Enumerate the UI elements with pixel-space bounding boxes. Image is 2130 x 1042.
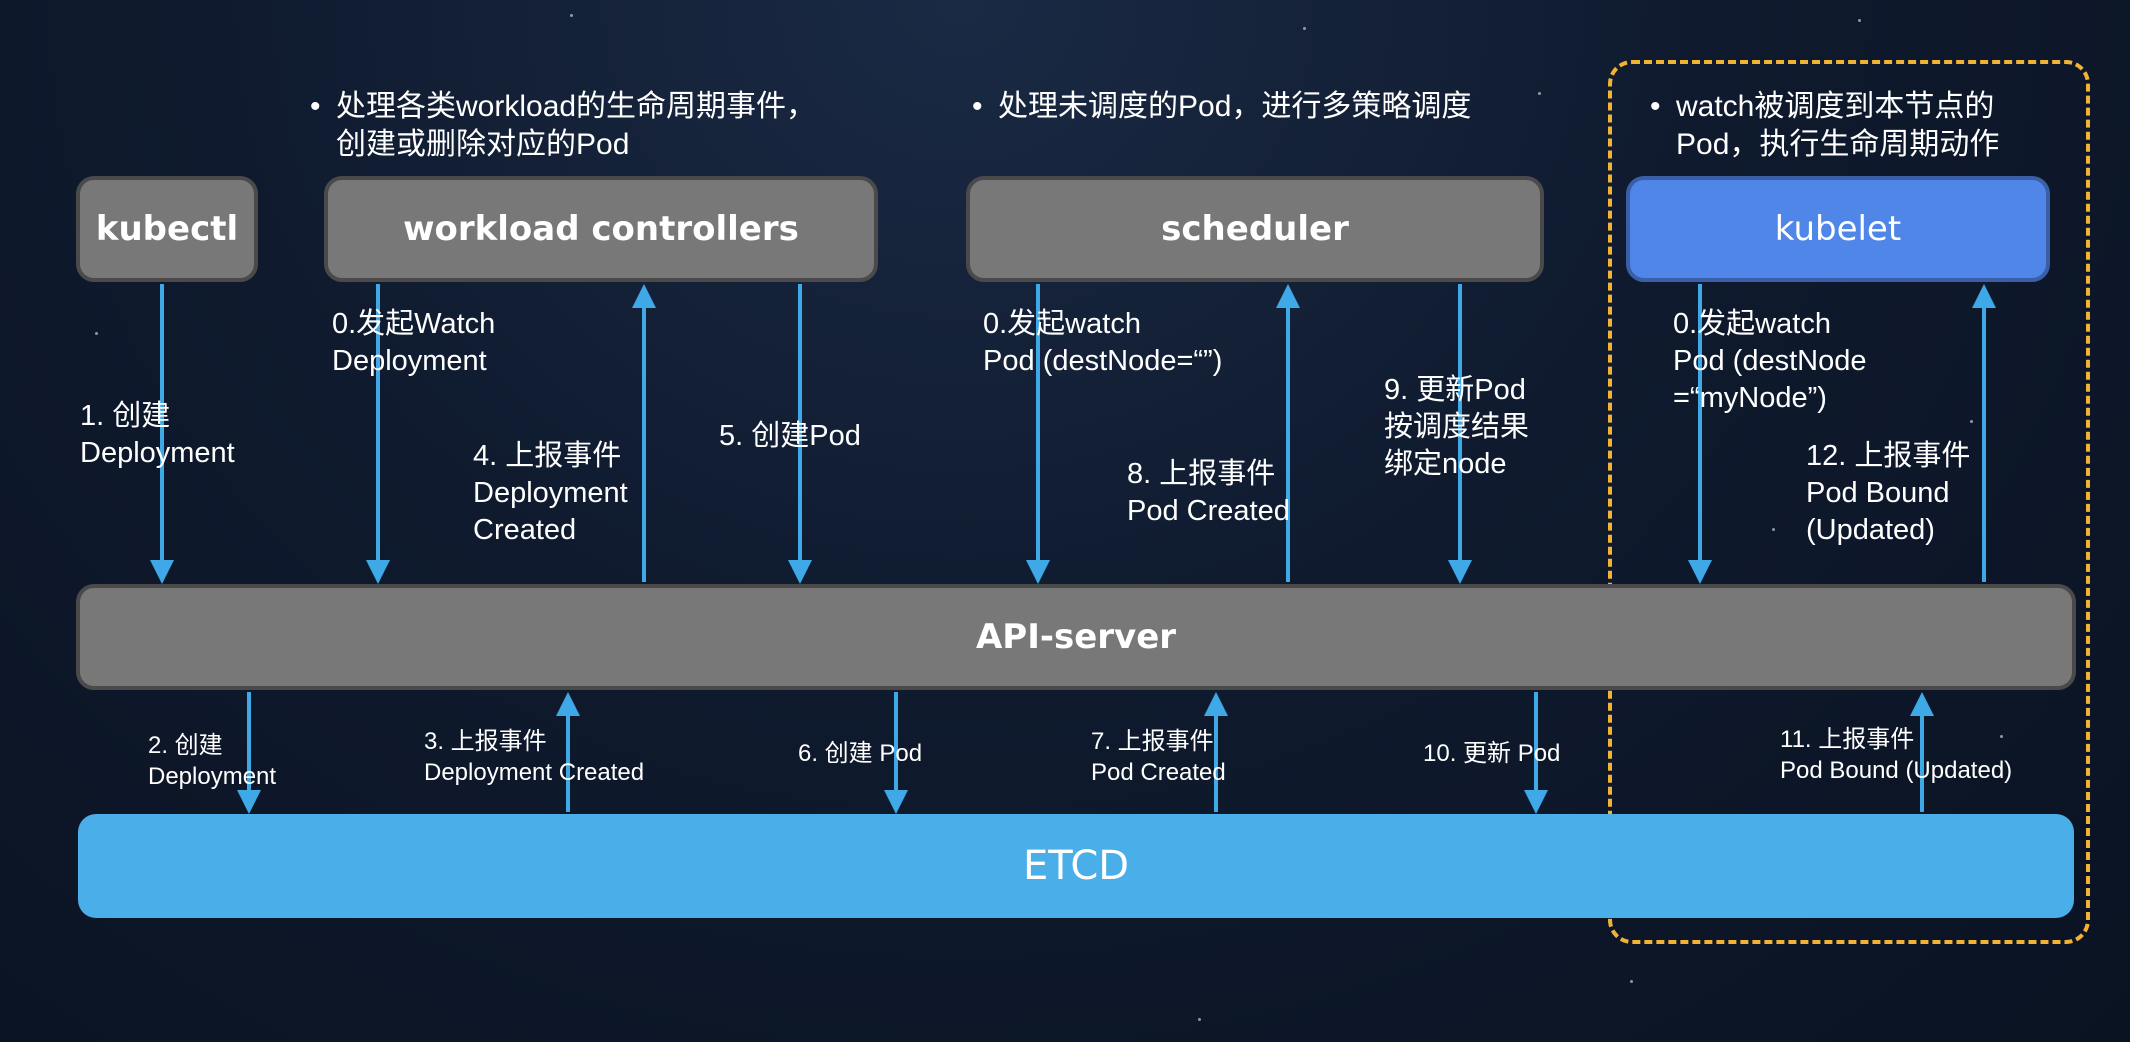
etcd-label: ETCD [1022, 843, 1130, 889]
workload-controllers-label: workload controllers [403, 209, 799, 249]
kubectl-box: kubectl [76, 176, 258, 282]
workload-controllers-box: workload controllers [324, 176, 878, 282]
kubelet-note: • watch被调度到本节点的 Pod，执行生命周期动作 [1650, 90, 2000, 161]
scheduler-box: scheduler [966, 176, 1544, 282]
controllers-note: • 处理各类workload的生命周期事件， 创建或删除对应的Pod [310, 90, 817, 161]
api-server-box: API-server [76, 584, 2076, 690]
kubelet-box: kubelet [1626, 176, 2050, 282]
label-step-6: 6. 创建 Pod [798, 740, 923, 767]
label-step-10: 10. 更新 Pod [1423, 740, 1561, 767]
kubectl-label: kubectl [95, 209, 239, 249]
etcd-box: ETCD [78, 814, 2074, 918]
label-step-5: 5. 创建Pod [719, 420, 861, 452]
scheduler-note: • 处理未调度的Pod，进行多策略调度 [972, 90, 1472, 123]
scheduler-label: scheduler [1161, 209, 1349, 249]
api-server-label: API-server [975, 617, 1177, 657]
kubelet-label: kubelet [1774, 209, 1902, 249]
kubelet-highlight-region [1608, 60, 2090, 944]
